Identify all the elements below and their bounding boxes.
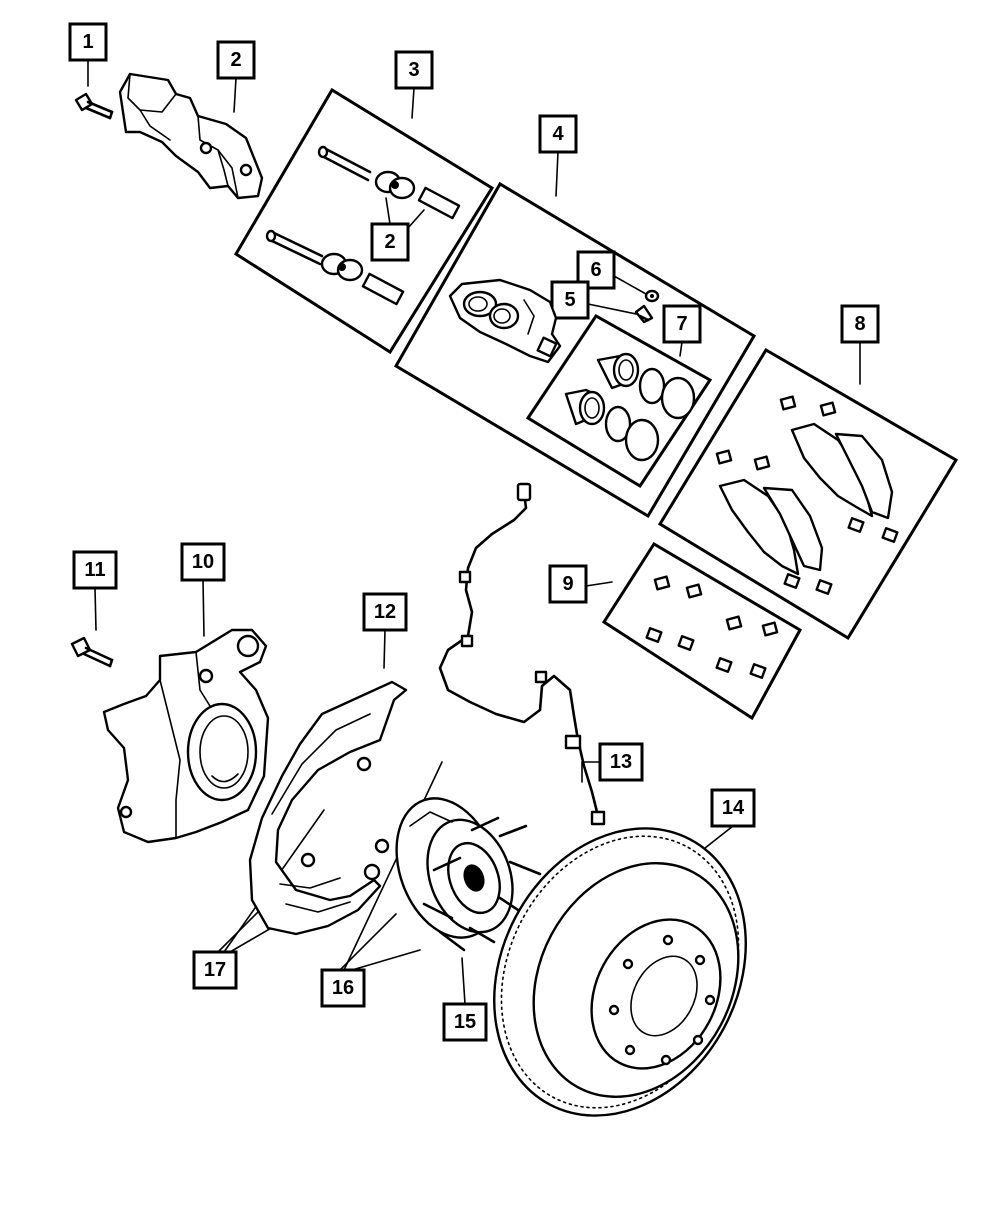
- callout-6: 6: [590, 259, 602, 281]
- splash-shield-part-12: [248, 680, 408, 936]
- callout-7: 7: [676, 313, 688, 335]
- bleeder-screw-part-5: [634, 304, 654, 324]
- group-frames: [233, 87, 959, 721]
- callout-10: 10: [191, 551, 215, 573]
- callout-2-bushing: 2: [384, 231, 396, 253]
- steering-knuckle-part-10: [102, 628, 270, 844]
- callout-17: 17: [203, 959, 227, 981]
- piston-seal-kit-part-7: [564, 352, 696, 462]
- callout-11: 11: [84, 559, 106, 581]
- wheel-studs-part-15: [422, 816, 542, 952]
- callout-12: 12: [373, 601, 397, 623]
- hub-bearing-part-16: [395, 797, 514, 939]
- bleeder-cap-part-6: [644, 289, 660, 303]
- bolt-part-1: [74, 92, 114, 120]
- caliper-part-4: [448, 278, 562, 364]
- wheel-speed-sensor-part-13: [438, 482, 606, 826]
- brake-rotor-part-14: [493, 827, 747, 1117]
- caliper-bracket-part-2: [118, 72, 264, 200]
- callout-9: 9: [562, 573, 574, 595]
- callout-4: 4: [552, 123, 564, 145]
- callout-13: 13: [609, 751, 633, 773]
- callout-15: 15: [453, 1011, 477, 1033]
- knuckle-bolt-part-11: [70, 636, 114, 668]
- pad-clip-kit-part-9: [645, 575, 779, 679]
- callout-16: 16: [331, 977, 355, 999]
- callout-5: 5: [564, 289, 576, 311]
- callout-14: 14: [721, 797, 745, 819]
- callout-1: 1: [82, 31, 94, 53]
- callout-2: 2: [230, 49, 242, 71]
- callout-8: 8: [854, 313, 866, 335]
- callout-3: 3: [408, 59, 420, 81]
- brake-pad-kit-part-8: [715, 395, 899, 595]
- guide-pin-kit-part-3: [265, 145, 461, 306]
